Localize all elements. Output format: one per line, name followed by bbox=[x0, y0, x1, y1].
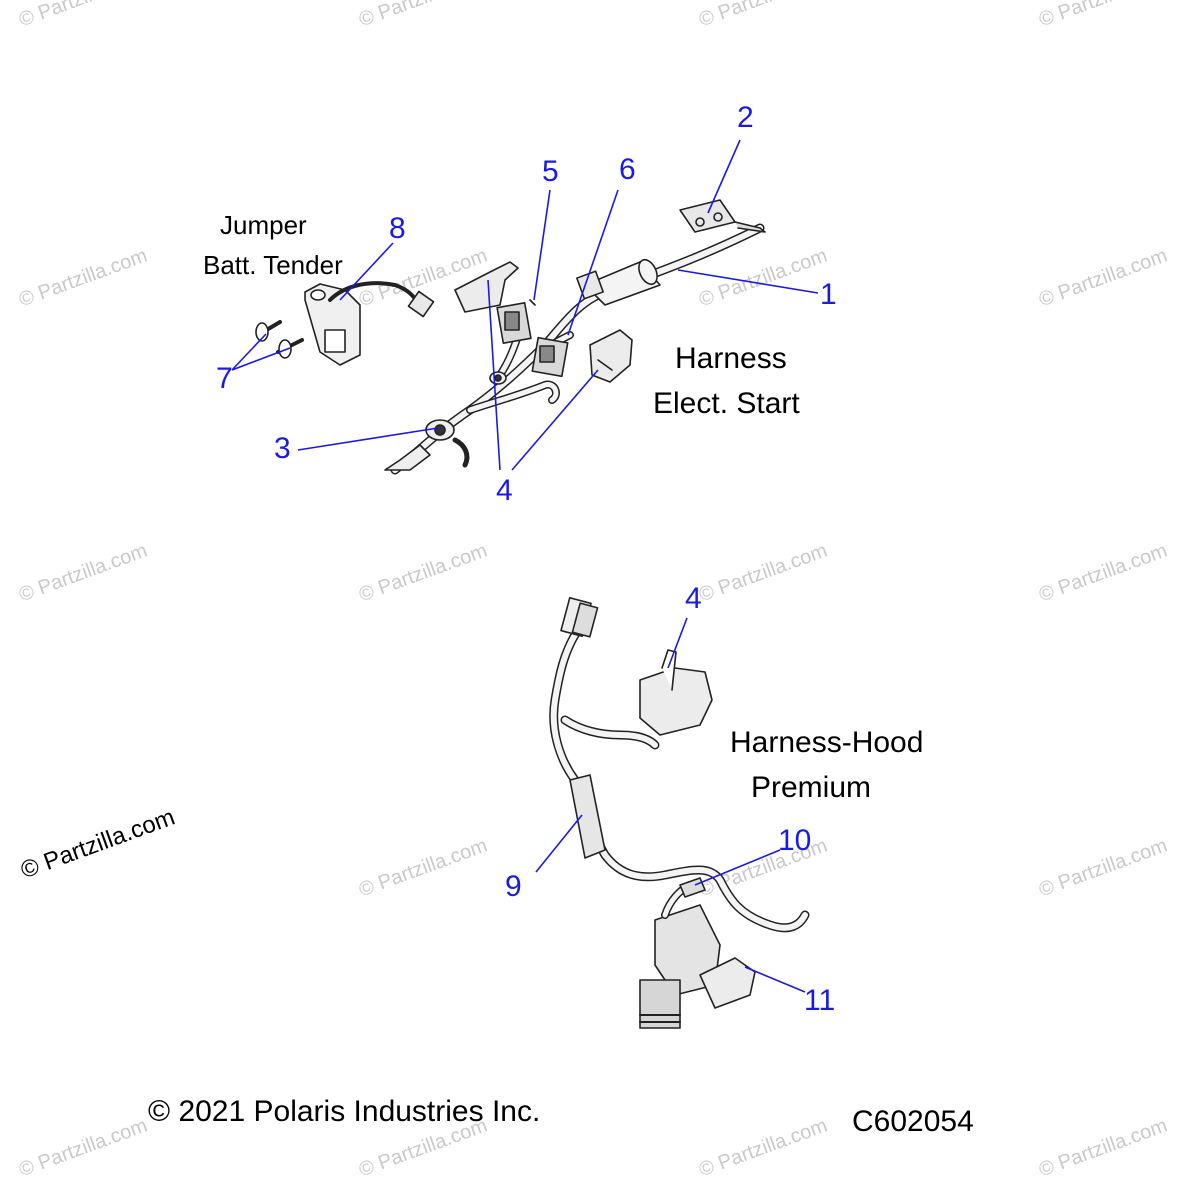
callout-leaders bbox=[231, 139, 819, 993]
callout-9[interactable]: 9 bbox=[505, 870, 522, 903]
harness-hood-premium-drawing bbox=[549, 596, 810, 1029]
callout-4-hood[interactable]: 4 bbox=[685, 582, 702, 615]
harness-elect-start-drawing bbox=[384, 199, 766, 475]
callout-4[interactable]: 4 bbox=[496, 474, 513, 507]
jumper-label-line2: Batt. Tender bbox=[203, 250, 343, 280]
callout-1[interactable]: 1 bbox=[820, 278, 837, 311]
copyright-text: © 2021 Polaris Industries Inc. bbox=[148, 1095, 541, 1128]
harness-elect-label-line2: Elect. Start bbox=[653, 387, 800, 420]
jumper-batt-tender-drawing bbox=[255, 281, 435, 366]
callout-2[interactable]: 2 bbox=[737, 101, 754, 134]
callout-8[interactable]: 8 bbox=[389, 212, 406, 245]
harness-elect-label-line1: Harness bbox=[675, 342, 787, 375]
harness-hood-label-line2: Premium bbox=[751, 771, 872, 804]
callout-10[interactable]: 10 bbox=[778, 824, 812, 857]
callout-11[interactable]: 11 bbox=[804, 984, 836, 1017]
callout-3[interactable]: 3 bbox=[274, 432, 291, 465]
callout-6[interactable]: 6 bbox=[619, 153, 636, 186]
jumper-label-line1: Jumper bbox=[220, 210, 307, 240]
diagram-code: C602054 bbox=[852, 1105, 974, 1138]
callout-7[interactable]: 7 bbox=[216, 362, 233, 395]
callout-5[interactable]: 5 bbox=[542, 155, 559, 188]
harness-hood-label-line1: Harness-Hood bbox=[730, 726, 924, 759]
